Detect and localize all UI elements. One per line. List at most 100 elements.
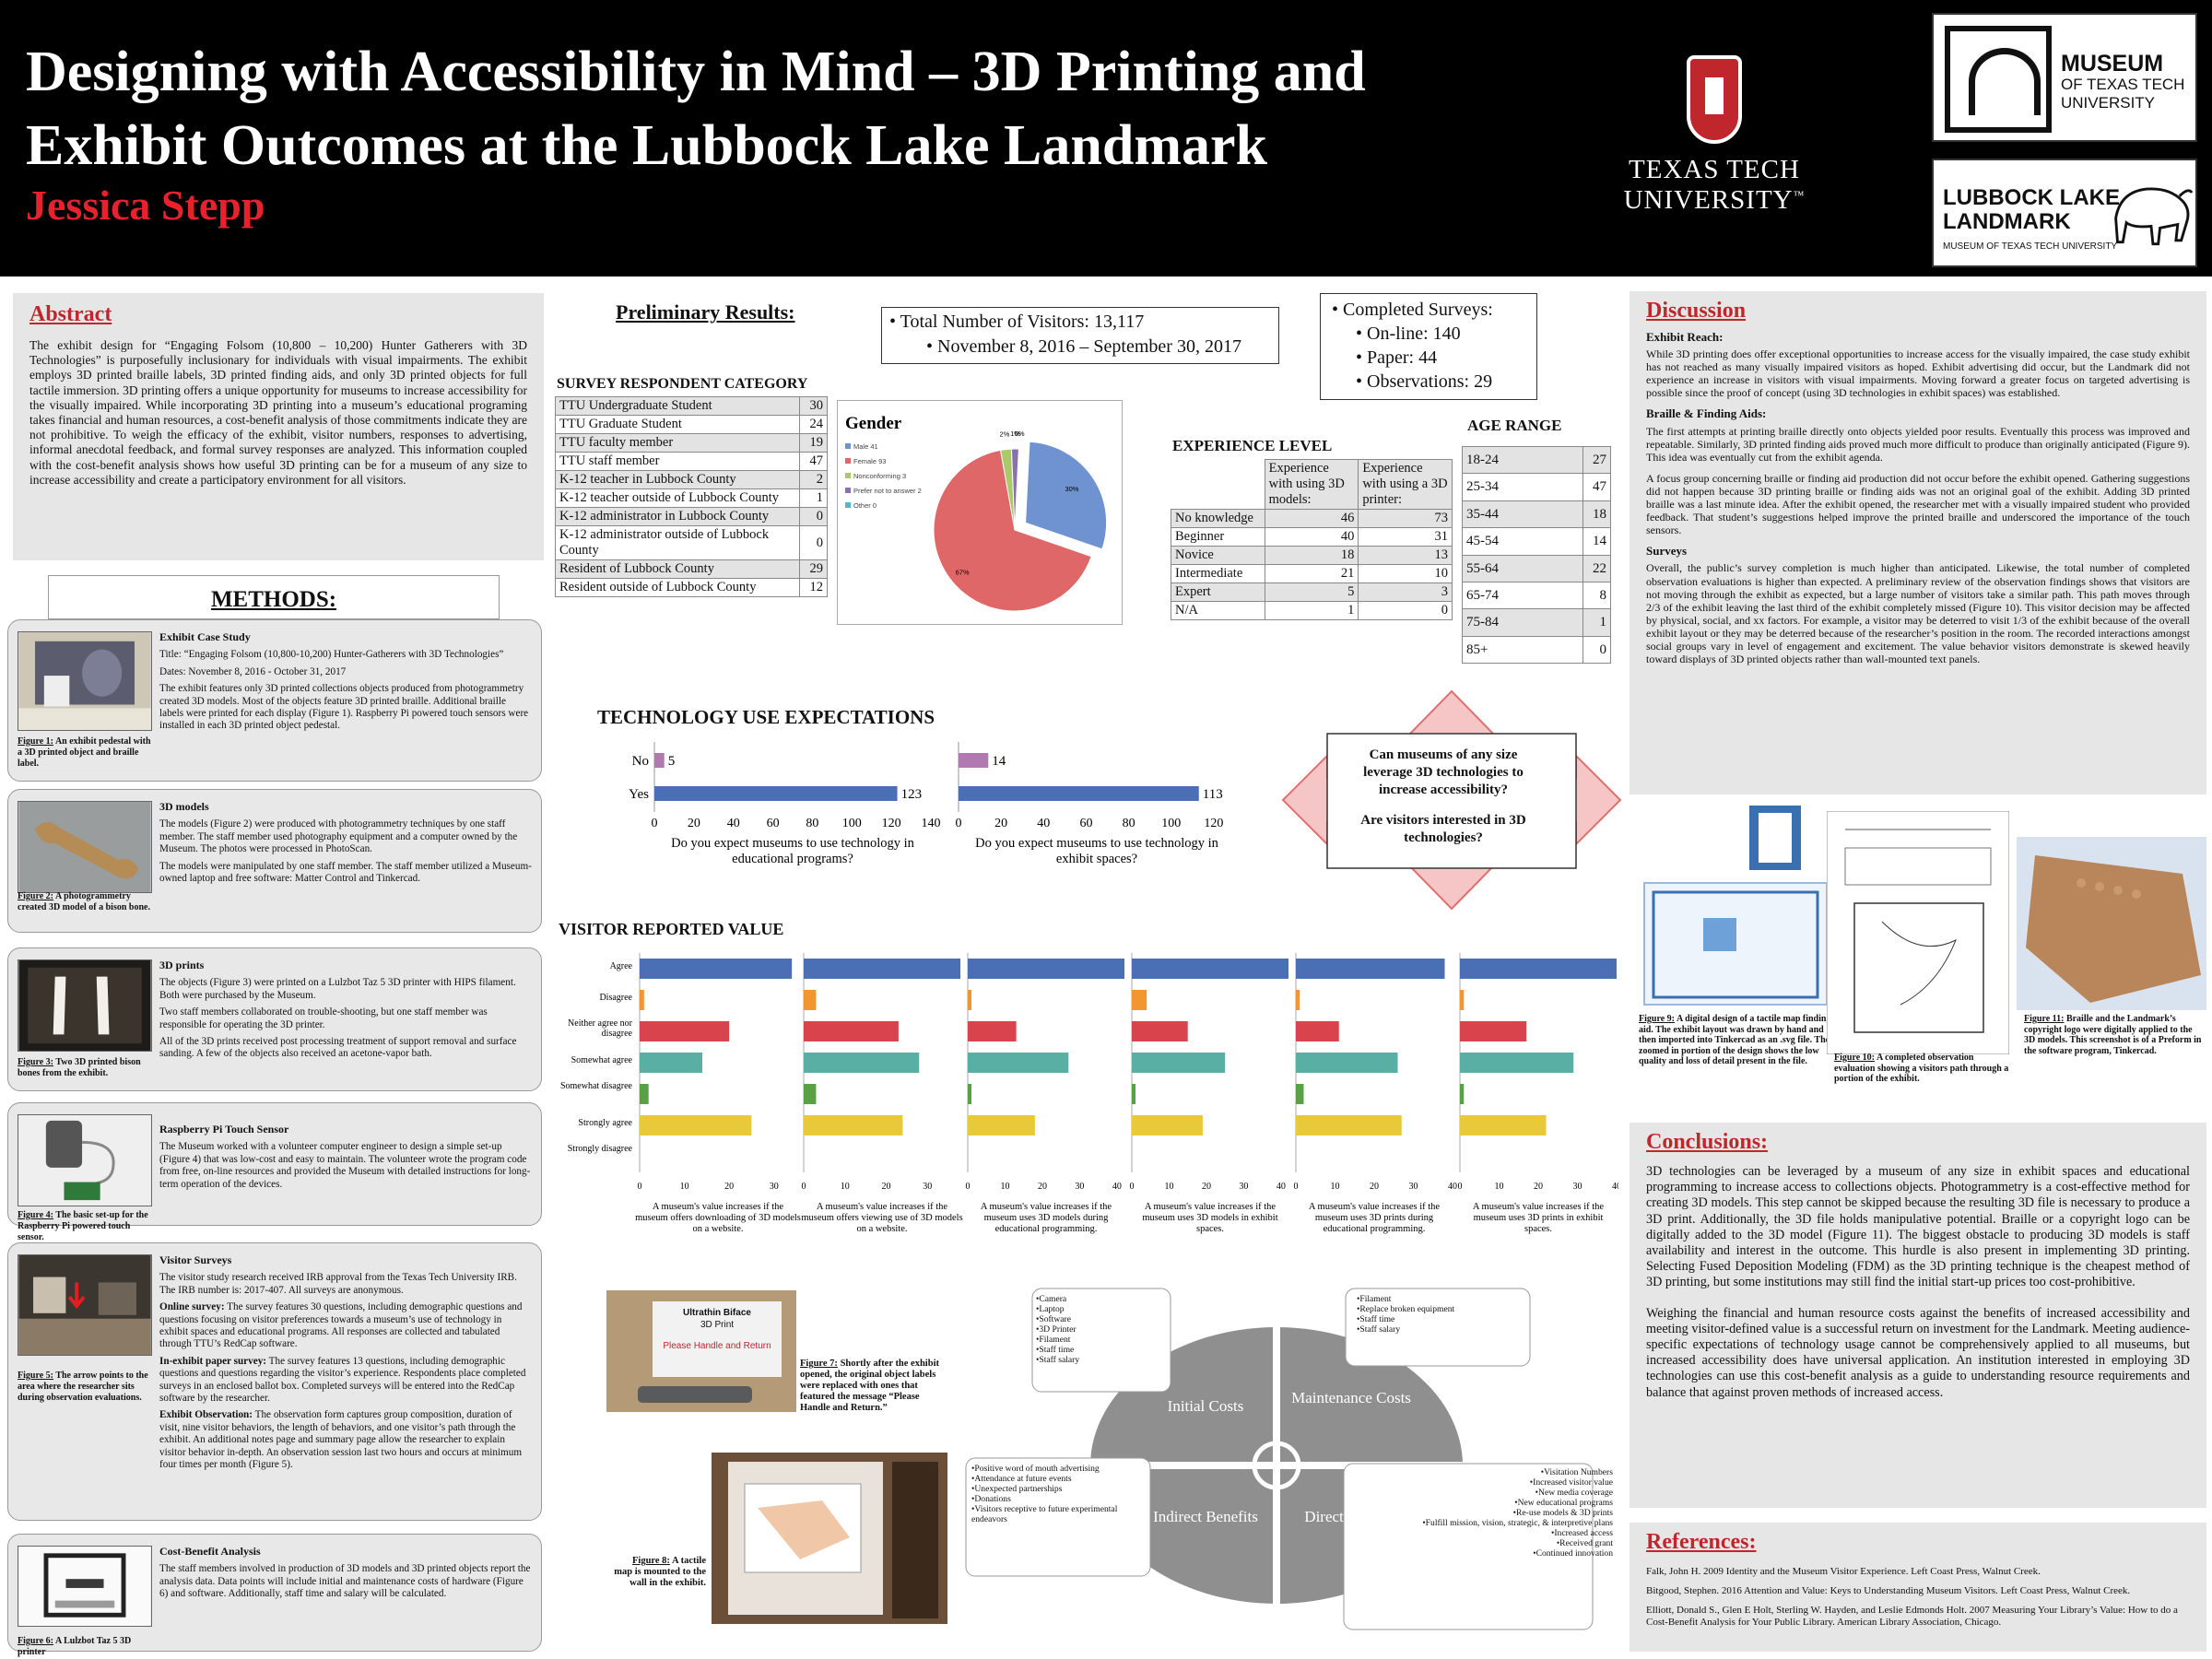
figure-1-label: Figure 1:: [18, 736, 53, 747]
exhibit-reach-text: While 3D printing does offer exceptional…: [1646, 347, 2190, 400]
figure-11-image: [2017, 837, 2206, 1010]
bar: [640, 1084, 649, 1104]
figure-7-label: Figure 7:: [800, 1359, 838, 1369]
table-cell-label: K-12 teacher outside of Lubbock County: [555, 488, 800, 508]
figure-4-caption: The basic set-up for the Raspberry Pi po…: [18, 1210, 148, 1242]
tick-label: 40: [1448, 1182, 1457, 1192]
tick-label: 10: [1331, 1182, 1340, 1192]
lubbock-lake-logo: LUBBOCK LAKE LANDMARK MUSEUM OF TEXAS TE…: [1932, 159, 2197, 267]
table-cell-value: 0: [799, 507, 828, 526]
table-cell-label: Resident of Lubbock County: [555, 559, 800, 579]
legend-swatch: [845, 458, 851, 464]
table-cell-value: 18: [1264, 546, 1359, 565]
bar: [1296, 959, 1445, 979]
figure-7-sign-sub: 3D Print: [700, 1320, 735, 1330]
list-item: •Donations: [971, 1494, 1011, 1504]
table-cell-label: 35-44: [1462, 500, 1583, 529]
bar: [640, 1115, 752, 1135]
axis-label: Do you expect museums to use technology …: [975, 836, 1219, 866]
table-cell-value: 46: [1264, 509, 1359, 528]
bar: [1460, 959, 1617, 979]
paper-count: Paper: 44: [1367, 347, 1438, 368]
tick-label: 0: [1294, 1182, 1299, 1192]
bar: [1460, 1115, 1547, 1135]
figure-3-label: Figure 3:: [18, 1057, 53, 1067]
bar-value-label: 123: [901, 787, 923, 802]
bar: [1296, 1021, 1339, 1041]
prints-p3: All of the 3D prints received post proce…: [159, 1036, 517, 1060]
legend-entry: Male 41: [853, 442, 878, 451]
table-cell-value: 10: [1358, 564, 1453, 583]
legend-swatch: [845, 443, 851, 449]
reference-item: Falk, John H. 2009 Identity and the Muse…: [1646, 1566, 2041, 1577]
legend-entry: Prefer not to answer 2: [853, 487, 922, 495]
table-cell-value: 13: [1358, 546, 1453, 565]
tick-label: 120: [1204, 817, 1223, 830]
tick-label: 20: [1370, 1182, 1379, 1192]
table-cell-label: K-12 teacher in Lubbock County: [555, 470, 800, 489]
reference-item: Bitgood, Stephen. 2016 Attention and Val…: [1646, 1585, 2131, 1596]
paper-survey-text: The survey features 13 questions, includ…: [159, 1355, 526, 1405]
table-cell-label: TTU Undergraduate Student: [555, 396, 800, 416]
conclusions-p2: Weighing the financial and human resourc…: [1646, 1305, 2190, 1400]
tick-label: 80: [1123, 817, 1135, 830]
bison-icon: [2114, 187, 2194, 246]
direct-benefits-label: Direct Benefits: [1304, 1508, 1400, 1525]
bar: [654, 753, 665, 768]
list-item: •Visitation Numbers: [1540, 1467, 1613, 1477]
online-survey-text: The survey features 30 questions, includ…: [159, 1301, 523, 1350]
age-range-title: AGE RANGE: [1467, 417, 1562, 434]
table-cell-value: 24: [799, 415, 828, 434]
bar: [968, 1084, 972, 1104]
case-study-title: Exhibit Case Study: [159, 630, 251, 643]
table-cell-value: 1: [1264, 601, 1359, 620]
bar: [1460, 1084, 1465, 1104]
bar: [1296, 1115, 1402, 1135]
list-item: •Staff salary: [1357, 1324, 1401, 1335]
figure-11-label: Figure 11:: [2024, 1014, 2065, 1024]
table-cell-label: TTU Graduate Student: [555, 415, 800, 434]
tick-label: 20: [724, 1182, 734, 1192]
research-questions-diagram: [1281, 689, 1622, 911]
list-item: •Filament: [1357, 1294, 1392, 1304]
tick-label: 140: [922, 817, 941, 830]
legend-entry: Female 93: [853, 457, 886, 465]
experience-col2: Experience with using a 3D printer:: [1358, 459, 1453, 510]
tick-label: 10: [1000, 1182, 1009, 1192]
methods-heading: METHODS:: [48, 575, 500, 619]
table-cell-value: 5: [1264, 582, 1359, 602]
list-item: •Filament: [1036, 1335, 1071, 1345]
figure-6-label: Figure 6:: [18, 1636, 53, 1646]
research-question-1: Can museums of any size leverage 3D tech…: [1363, 747, 1524, 797]
prints-p2: Two staff members collaborated on troubl…: [159, 1006, 488, 1030]
bar: [640, 990, 644, 1010]
figure-8-caption: A tactile map is mounted to the wall in …: [614, 1556, 706, 1588]
tick-label: 30: [770, 1182, 779, 1192]
figure-6-caption: A Lulzbot Taz 5 3D printer: [18, 1636, 132, 1657]
figure-3-image: [18, 959, 152, 1052]
indirect-benefits-list: •Positive word of mouth advertising•Atte…: [971, 1464, 1152, 1524]
bar: [1296, 990, 1300, 1010]
table-cell-value: 0: [1583, 635, 1611, 665]
discussion-heading: Discussion: [1646, 299, 1747, 323]
method-card-3d-models: Figure 2: A photogrammetry created 3D mo…: [7, 789, 542, 933]
table-cell-label: 65-74: [1462, 582, 1583, 610]
bar: [804, 1053, 920, 1073]
legend-entry: Other 0: [853, 501, 877, 510]
arrow-left-icon: [1281, 753, 1334, 847]
tick-label: 40: [1612, 1182, 1618, 1192]
table-cell-label: K-12 administrator outside of Lubbock Co…: [555, 525, 800, 560]
observation-text: The observation form captures group comp…: [159, 1409, 523, 1471]
list-item: •Staff time: [1036, 1345, 1075, 1355]
bar: [1296, 1053, 1398, 1073]
legend-swatch: [845, 488, 851, 493]
table-cell-value: 31: [1358, 527, 1453, 547]
figure-4-image: [18, 1114, 152, 1206]
